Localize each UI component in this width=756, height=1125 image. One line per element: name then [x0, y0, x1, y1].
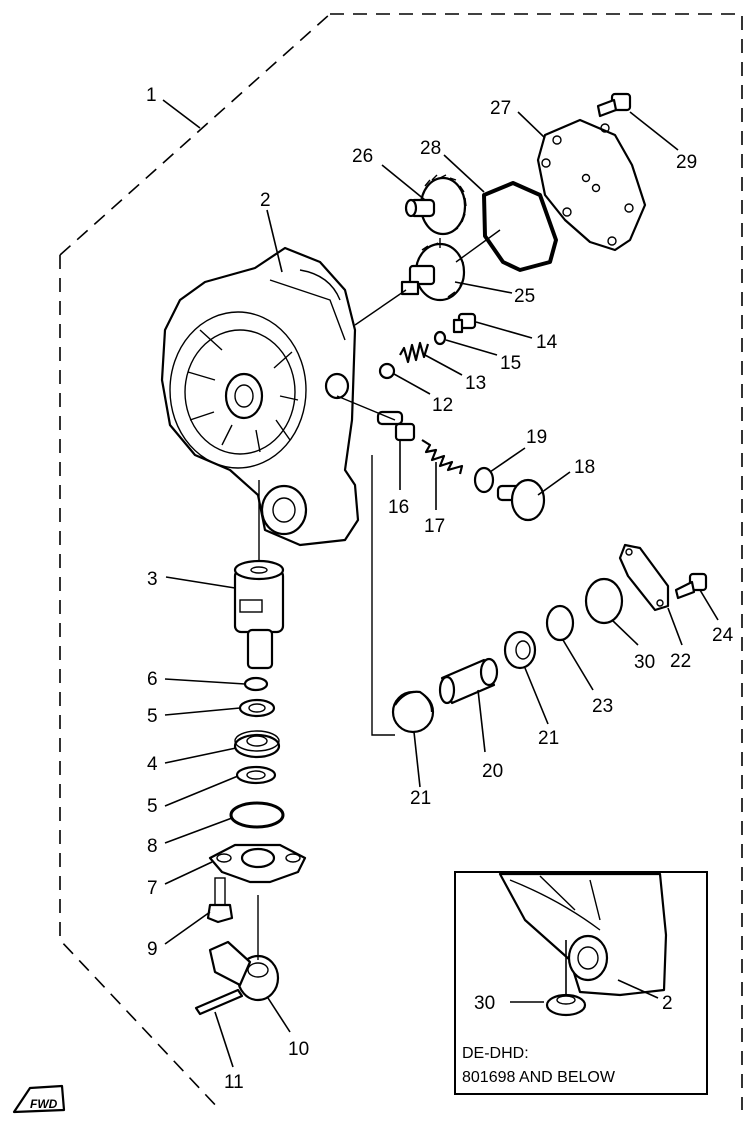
pin-11	[194, 988, 244, 1016]
cap-21-left	[391, 690, 435, 734]
lever-10	[208, 940, 280, 1002]
cover-27	[536, 118, 647, 252]
label-19: 19	[526, 427, 547, 448]
label-16: 16	[388, 497, 409, 518]
label-2-inset: 2	[662, 993, 673, 1014]
label-12: 12	[432, 395, 453, 416]
label-25: 25	[514, 286, 535, 307]
label-24: 24	[712, 625, 734, 646]
oil-seal-4	[233, 730, 281, 759]
leader-lines	[162, 99, 719, 1068]
sleeve-20	[438, 657, 499, 705]
spring-13	[399, 341, 430, 364]
label-17: 17	[424, 516, 445, 537]
label-20: 20	[482, 761, 503, 782]
seal-21-right	[503, 630, 537, 670]
washer-5-bottom	[235, 765, 277, 785]
assembly-outline	[59, 13, 743, 1111]
valve-16	[376, 410, 416, 442]
plug-14	[452, 312, 477, 334]
pump-housing	[160, 246, 360, 547]
washer-5-top	[238, 698, 276, 718]
inset-panel: DE-DHD: 801698 AND BELOW	[454, 871, 708, 1095]
plate-22	[618, 543, 670, 612]
label-9: 9	[147, 939, 158, 960]
forward-direction-mark: FWD	[12, 1084, 66, 1114]
label-4: 4	[147, 754, 158, 775]
fwd-mark-text: FWD	[30, 1097, 58, 1111]
label-21-a: 21	[538, 728, 559, 749]
label-1: 1	[146, 85, 157, 106]
label-26: 26	[352, 146, 373, 167]
label-21-b: 21	[410, 788, 431, 809]
o-ring-6	[243, 676, 269, 692]
holder-7	[208, 843, 307, 884]
gasket-28	[482, 181, 558, 272]
label-11: 11	[224, 1072, 244, 1093]
label-28: 28	[420, 138, 441, 159]
gear-26	[404, 174, 467, 236]
bolt-24	[674, 572, 708, 600]
bolt-9	[206, 877, 234, 924]
label-8: 8	[147, 836, 158, 857]
label-3: 3	[147, 569, 158, 590]
shaft-3	[233, 559, 285, 670]
ball-12	[378, 362, 396, 380]
inset-note-line1: DE-DHD:	[462, 1045, 529, 1062]
inset-note-line2: 801698 AND BELOW	[462, 1069, 616, 1086]
label-5-a: 5	[147, 706, 158, 727]
label-30-a: 30	[634, 652, 655, 673]
gear-25	[400, 242, 466, 302]
label-29: 29	[676, 152, 697, 173]
washer-5-top-hole	[248, 703, 266, 713]
part-number-labels: 1 2 3 4 5 5 6 7 8 9 10 11 12 13 14 15 16…	[146, 85, 734, 1093]
o-ring-23	[545, 604, 575, 642]
o-ring-19	[473, 466, 495, 494]
label-23: 23	[592, 696, 613, 717]
spring-17	[421, 439, 464, 475]
plug-18	[496, 478, 546, 522]
label-27: 27	[490, 98, 511, 119]
o-ring-15	[433, 330, 447, 346]
o-ring-8	[229, 801, 285, 829]
label-14: 14	[536, 332, 558, 353]
label-15: 15	[500, 353, 521, 374]
label-30-b: 30	[474, 993, 495, 1014]
screw-29	[596, 92, 632, 118]
cap-30	[584, 577, 624, 625]
label-13: 13	[465, 373, 486, 394]
label-10: 10	[288, 1039, 309, 1060]
washer-5-bottom-hole	[246, 770, 266, 780]
label-18: 18	[574, 457, 595, 478]
label-6: 6	[147, 669, 158, 690]
label-2: 2	[260, 190, 271, 211]
label-7: 7	[147, 878, 158, 899]
label-5-b: 5	[147, 796, 158, 817]
label-22: 22	[670, 651, 691, 672]
